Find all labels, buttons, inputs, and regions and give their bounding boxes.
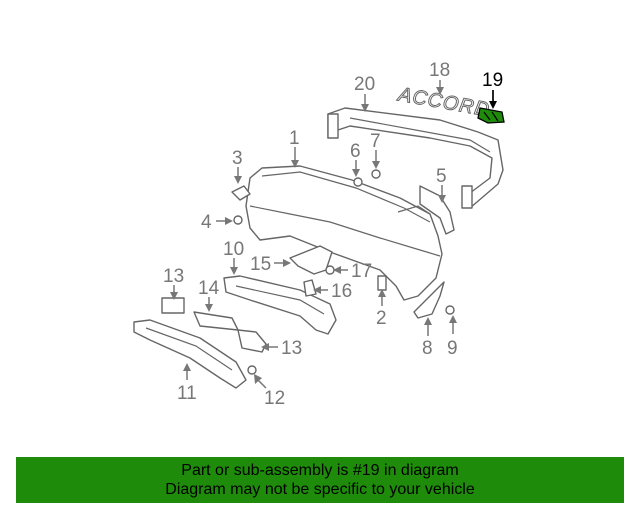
fastener-16[interactable]: [303, 279, 317, 297]
part-8-side-bracket[interactable]: [413, 281, 445, 319]
callout-3: 3: [232, 148, 243, 169]
fastener-6[interactable]: [353, 177, 363, 187]
callout-17: 17: [351, 261, 372, 282]
callout-5: 5: [436, 166, 447, 187]
part-13-spacer-left[interactable]: [161, 297, 185, 314]
part-10-absorber[interactable]: [223, 275, 337, 335]
callout-6: 6: [350, 141, 361, 162]
notice-line-disclaimer: Diagram may not be specific to your vehi…: [165, 481, 475, 498]
callout-9: 9: [447, 338, 458, 359]
notice-line-part: Part or sub-assembly is #19 in diagram: [181, 462, 459, 479]
callout-7: 7: [370, 131, 381, 152]
fastener-9[interactable]: [445, 305, 455, 315]
callout-16: 16: [331, 281, 352, 302]
callout-13-lower: 13: [281, 338, 302, 359]
fastener-4[interactable]: [233, 215, 243, 225]
callout-labels: 20 18 19 1 3 6 7 5 4 10 13 14 15 17 16 1…: [163, 60, 503, 409]
part-19-emblem-highlighted[interactable]: [477, 107, 505, 124]
part-14-spacer[interactable]: [193, 311, 239, 331]
diagram-notice-banner: Part or sub-assembly is #19 in diagram D…: [16, 457, 624, 503]
callout-10: 10: [223, 239, 244, 260]
callout-1: 1: [289, 128, 300, 149]
fastener-3[interactable]: [231, 185, 251, 201]
parts-diagram: ACCORD: [133, 60, 505, 409]
callout-11: 11: [177, 383, 197, 404]
part-1-bumper-cover[interactable]: [245, 165, 443, 301]
callout-8: 8: [422, 338, 433, 359]
callout-2: 2: [376, 308, 387, 329]
callout-12: 12: [264, 388, 285, 409]
part-20-reinforcement-beam[interactable]: [327, 107, 504, 209]
fastener-7[interactable]: [371, 169, 381, 179]
callout-18: 18: [429, 60, 450, 81]
fastener-17[interactable]: [325, 265, 335, 275]
leader-arrows: [170, 80, 497, 389]
fastener-12[interactable]: [247, 365, 257, 375]
callout-15: 15: [250, 254, 271, 275]
callout-14: 14: [198, 278, 220, 299]
part-13-spacer-right[interactable]: [237, 329, 267, 353]
fastener-2[interactable]: [377, 275, 387, 291]
part-11-lower-absorber[interactable]: [133, 319, 247, 389]
callout-20: 20: [354, 74, 375, 95]
callout-4: 4: [201, 212, 212, 233]
callout-13-upper: 13: [163, 266, 184, 287]
callout-19[interactable]: 19: [482, 70, 503, 91]
